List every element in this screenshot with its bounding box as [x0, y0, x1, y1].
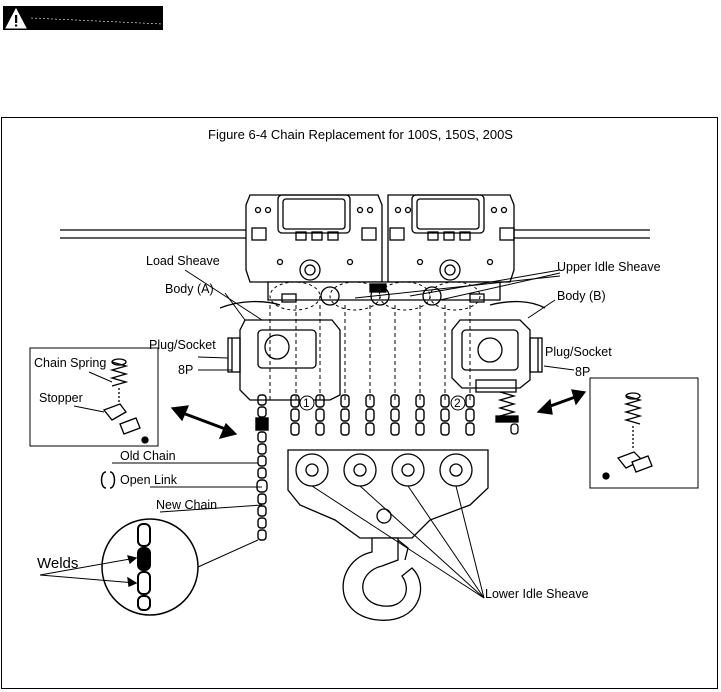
warning-triangle-icon: [5, 7, 163, 29]
trolley-right: [387, 194, 515, 283]
label-8p-right: 8P: [575, 365, 590, 379]
chain-spring-detail-right: [602, 392, 653, 480]
figure-title: Figure 6-4 Chain Replacement for 100S, 1…: [208, 127, 513, 142]
hook: [342, 537, 422, 621]
label-chain-spring: Chain Spring: [34, 356, 106, 370]
label-body-b: Body (B): [557, 289, 606, 303]
open-link-icon: [100, 471, 116, 489]
trolley-left: [245, 194, 383, 283]
label-new-chain: New Chain: [156, 498, 217, 512]
figure-frame: [1, 117, 718, 689]
label-8p-left: 8P: [178, 363, 193, 377]
label-old-chain: Old Chain: [120, 449, 176, 463]
label-body-a: Body (A): [165, 282, 214, 296]
label-stopper: Stopper: [39, 391, 83, 405]
body-a: [227, 319, 341, 401]
label-welds: Welds: [37, 555, 78, 572]
label-plug-socket-left: Plug/Socket: [149, 338, 216, 352]
warning-banner: [3, 6, 163, 30]
label-load-sheave: Load Sheave: [146, 254, 220, 268]
label-lower-idle-sheave: Lower Idle Sheave: [485, 587, 589, 601]
label-plug-socket-right: Plug/Socket: [545, 345, 612, 359]
lower-block: [287, 449, 489, 539]
chain-spring-detail-left: [102, 358, 149, 444]
label-upper-idle-sheave: Upper Idle Sheave: [557, 260, 661, 274]
body-b: [451, 319, 543, 393]
marker-1: 1: [303, 396, 310, 410]
marker-2: 2: [454, 396, 461, 410]
label-open-link: Open Link: [120, 473, 178, 487]
